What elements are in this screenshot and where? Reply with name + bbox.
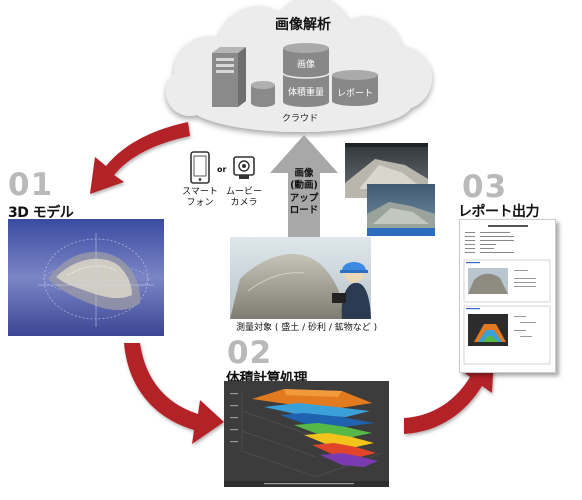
- server-icon: [212, 47, 246, 107]
- report-document-art: [463, 225, 551, 365]
- arrow-cloud-to-model: [90, 122, 190, 194]
- upload-arrow: [270, 135, 338, 239]
- cloud-caption: クラウド: [282, 114, 319, 124]
- warehouse-photo-bottom: [367, 184, 435, 236]
- 3d-model-image: [8, 219, 164, 336]
- upload-label: 画像 (動画) アップ ロード: [289, 168, 319, 217]
- report-document-image: [459, 219, 556, 373]
- video-camera-icon: [233, 156, 255, 179]
- step-2-number: 02: [227, 335, 273, 371]
- or-label: or: [217, 165, 227, 174]
- database-icon: [251, 81, 275, 107]
- database-report-icon: [332, 70, 378, 106]
- smartphone-icon: [190, 151, 210, 184]
- arrow-model-to-volume: [124, 343, 224, 444]
- camera-label: ムービー カメラ: [225, 187, 262, 209]
- step-3-number: 03: [462, 169, 508, 205]
- step-1-title: 3D モデル: [8, 205, 74, 221]
- database-stack-icon: [282, 43, 330, 107]
- smartphone-label: スマート フォン: [182, 187, 218, 209]
- database-label-report: レポート: [336, 89, 373, 99]
- cloud-title: 画像解析: [275, 17, 331, 33]
- database-label-image: 画像: [296, 60, 315, 70]
- survey-target-caption: 測量対象 ( 盛土 / 砂利 / 鉱物など ): [236, 323, 378, 333]
- survey-target-photo: [230, 237, 371, 319]
- step-3-title: レポート出力: [458, 204, 540, 220]
- step-1-number: 01: [8, 167, 54, 203]
- database-label-volume: 体積重量: [287, 88, 324, 98]
- volume-calc-chart-image: [224, 381, 389, 487]
- arrow-volume-to-report: [404, 356, 494, 434]
